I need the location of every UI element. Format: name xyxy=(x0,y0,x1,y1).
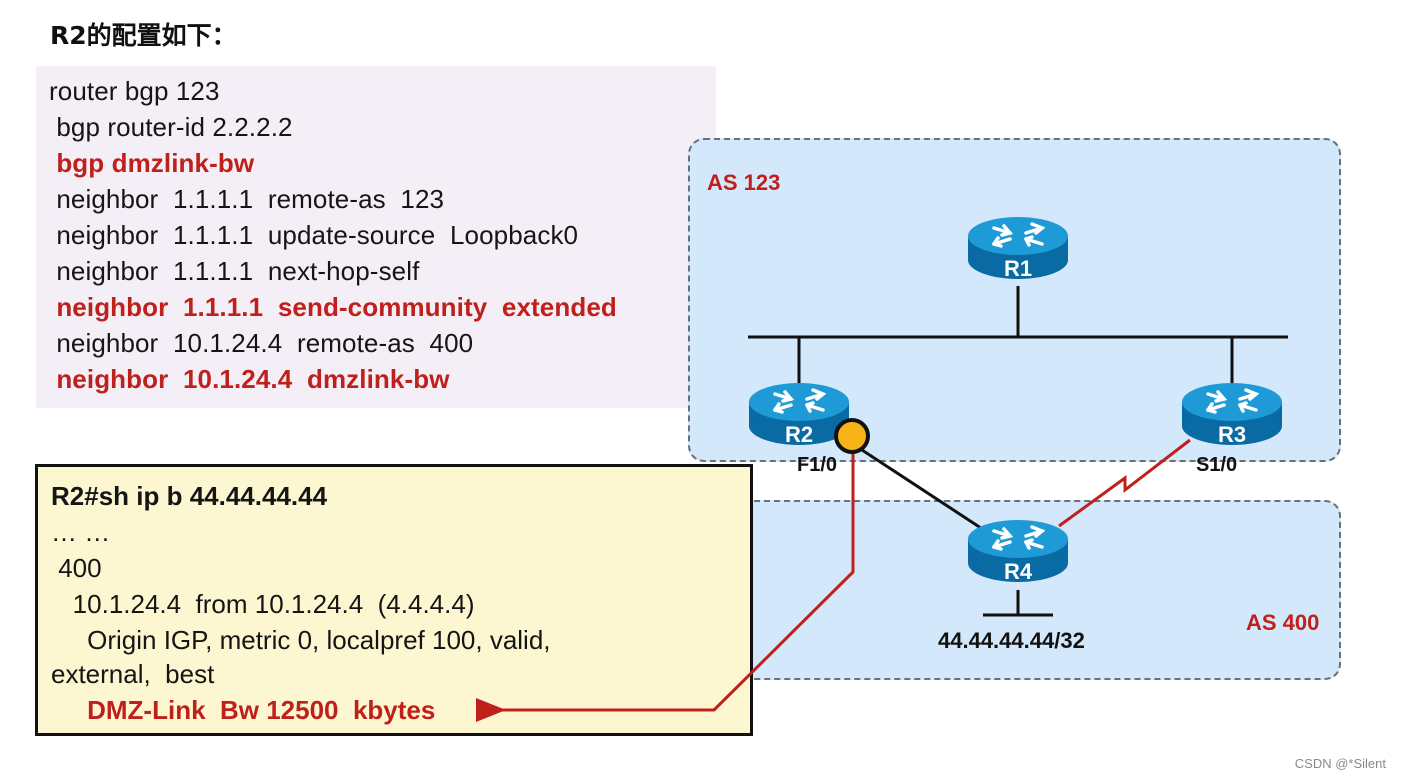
page-title: R2的配置如下： xyxy=(50,21,237,50)
prefix-label: 44.44.44.44/32 xyxy=(938,628,1085,653)
router-r4: R4 xyxy=(966,518,1070,584)
router-r2-label: R2 xyxy=(785,422,813,447)
callout-arrow xyxy=(476,452,855,722)
config-line: neighbor 10.1.24.4 remote-as 400 xyxy=(49,328,474,358)
config-line: neighbor 1.1.1.1 next-hop-self xyxy=(49,256,420,286)
interface-f1-0-marker xyxy=(834,418,870,454)
r2-r4-link xyxy=(861,448,988,534)
as-400-label: AS 400 xyxy=(1246,610,1320,635)
interface-s1-0-label: S1/0 xyxy=(1196,454,1238,476)
config-line: bgp router-id 2.2.2.2 xyxy=(49,112,293,142)
output-line: 10.1.24.4 from 10.1.24.4 (4.4.4.4) xyxy=(51,589,475,619)
output-dmz-link-bw: DMZ-Link Bw 12500 kbytes xyxy=(51,695,436,725)
config-line-highlight: bgp dmzlink-bw xyxy=(49,148,255,178)
show-output-box: R2#sh ip b 44.44.44.44 … … 400 10.1.24.4… xyxy=(35,464,753,736)
output-line: 400 xyxy=(51,553,102,583)
output-line: external, best xyxy=(51,659,215,689)
config-line: neighbor 1.1.1.1 update-source Loopback0 xyxy=(49,220,579,250)
router-r2: R2 xyxy=(747,381,851,447)
config-line: neighbor 1.1.1.1 remote-as 123 xyxy=(49,184,445,214)
router-r4-label: R4 xyxy=(1004,559,1033,584)
config-box: router bgp 123 bgp router-id 2.2.2.2 bgp… xyxy=(36,66,716,408)
watermark: CSDN @*Silent xyxy=(1294,756,1386,771)
output-command: R2#sh ip b 44.44.44.44 xyxy=(51,481,328,511)
config-line-highlight: neighbor 10.1.24.4 dmzlink-bw xyxy=(49,364,450,394)
interface-f1-0-label: F1/0 xyxy=(797,454,838,476)
output-line: Origin IGP, metric 0, localpref 100, val… xyxy=(51,625,551,655)
config-line: router bgp 123 xyxy=(49,76,220,106)
router-r1: R1 xyxy=(966,215,1070,281)
router-r1-label: R1 xyxy=(1004,256,1032,281)
router-r3-label: R3 xyxy=(1218,422,1246,447)
output-line: … … xyxy=(51,517,111,547)
router-r3: R3 xyxy=(1180,381,1284,447)
config-line-highlight: neighbor 1.1.1.1 send-community extended xyxy=(49,292,617,322)
as-123-label: AS 123 xyxy=(707,170,781,195)
r3-r4-serial-link xyxy=(1058,438,1191,528)
